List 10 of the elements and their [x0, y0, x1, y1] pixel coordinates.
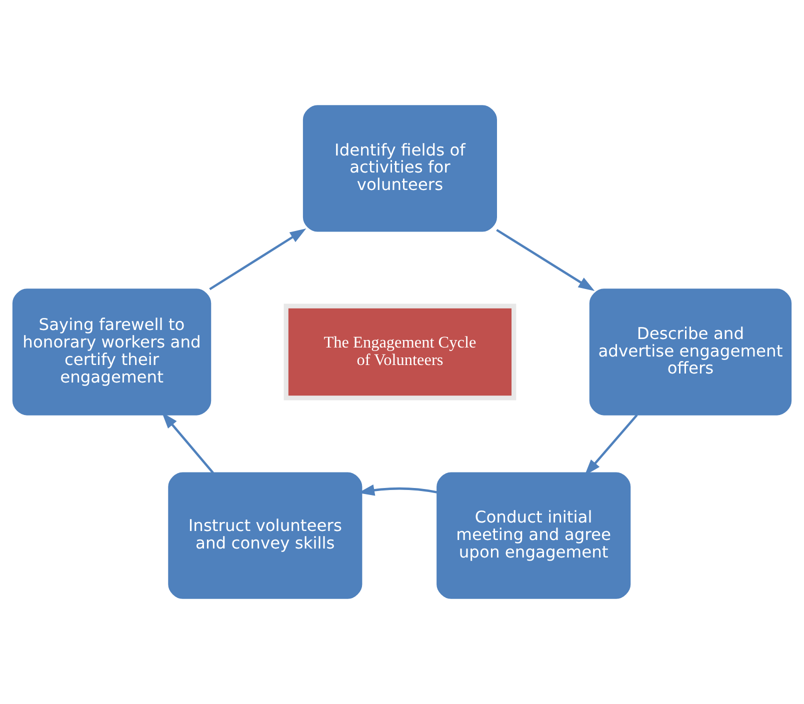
arrow	[584, 414, 638, 476]
node-box: The Engagement Cycle of Volunteers	[284, 304, 516, 400]
node-box: Describe and advertise engagement offers	[589, 288, 792, 416]
arrow	[162, 412, 214, 474]
arrow	[496, 228, 595, 292]
node-box: Conduct initial meeting and agree upon engagement	[436, 472, 631, 599]
arrow	[209, 228, 306, 290]
node-box: Instruct volunteers and convey skills	[168, 472, 362, 599]
node-box: Saying farewell to honorary workers and certify their engagement	[12, 288, 212, 416]
node-box: Identify fields of activities for volunteers	[302, 105, 497, 232]
